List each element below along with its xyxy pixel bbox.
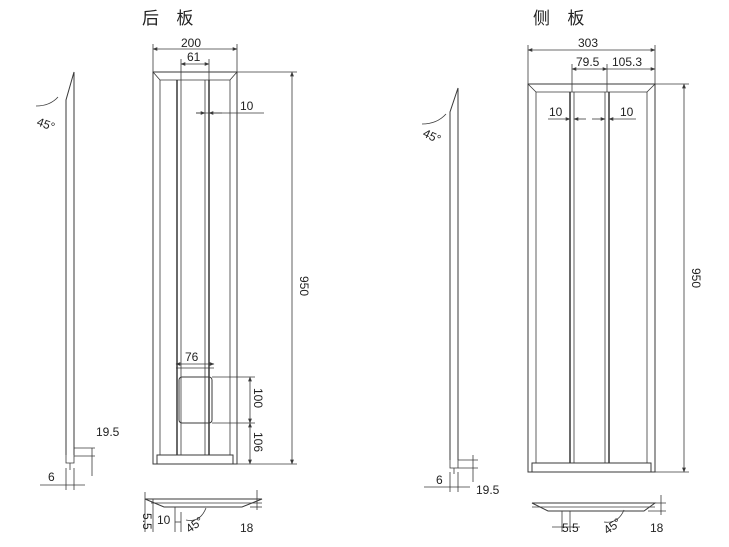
back-bottom-thickness: 5.5 <box>140 513 154 530</box>
side-corner-angle: 45° <box>421 126 444 146</box>
back-gap-label: 10 <box>240 99 254 113</box>
title-back-panel: 后 板 <box>142 9 199 29</box>
back-bottom-depth: 18 <box>240 521 254 535</box>
side-section-thickness: 6 <box>436 473 443 487</box>
back-profile-section: 45° 19.5 6 <box>35 71 120 490</box>
back-handle-width-label: 76 <box>185 350 199 364</box>
side-dim-a-label: 79.5 <box>576 55 600 69</box>
back-bottom-angle: 45° <box>183 514 206 536</box>
side-panel-front-view: 303 79.5 105.3 10 10 950 <box>527 36 703 473</box>
back-panel-bottom-section: 5.5 10 45° 18 <box>140 490 263 536</box>
back-inner-label: 61 <box>187 50 201 64</box>
side-bottom-thickness: 5.5 <box>562 521 579 535</box>
side-height-label: 950 <box>689 268 703 288</box>
back-bottom-label: 106 <box>251 432 265 452</box>
side-dim-b-label: 105.3 <box>612 55 642 69</box>
side-gap-right-label: 10 <box>620 105 634 119</box>
back-corner-angle: 45° <box>35 115 57 134</box>
back-section-depth: 19.5 <box>96 425 120 439</box>
back-height-label: 950 <box>297 276 311 296</box>
back-section-thickness: 6 <box>48 470 55 484</box>
side-section-depth: 19.5 <box>476 483 500 497</box>
back-panel-front-view: 200 61 10 950 76 100 106 <box>152 36 311 465</box>
back-handle-height-label: 100 <box>251 388 265 408</box>
side-width-label: 303 <box>578 36 598 50</box>
side-panel-bottom-section: 5.5 45° 18 <box>531 495 666 537</box>
side-bottom-angle: 45° <box>601 515 624 537</box>
back-width-label: 200 <box>181 36 201 50</box>
back-bottom-offset: 10 <box>157 513 171 527</box>
side-profile-section: 45° 19.5 6 <box>421 87 500 497</box>
side-bottom-depth: 18 <box>650 521 664 535</box>
title-side-panel: 侧 板 <box>533 9 590 29</box>
side-gap-left-label: 10 <box>549 105 563 119</box>
